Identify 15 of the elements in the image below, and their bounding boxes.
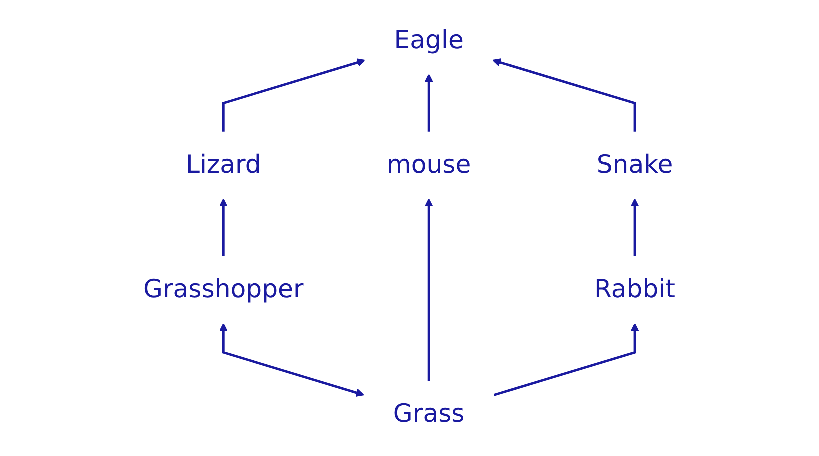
arrow bbox=[219, 323, 364, 398]
arrow bbox=[630, 198, 640, 257]
node-text: Grass bbox=[393, 400, 465, 429]
node-text: Rabbit bbox=[594, 275, 676, 304]
arrow bbox=[219, 198, 228, 257]
arrow bbox=[492, 58, 636, 132]
node-text: mouse bbox=[386, 150, 472, 180]
node-text: Snake bbox=[596, 150, 674, 180]
node-text: Grasshopper bbox=[143, 275, 304, 304]
node-text: Lizard bbox=[186, 150, 262, 180]
node-text: Eagle bbox=[394, 26, 464, 56]
arrow bbox=[424, 74, 434, 132]
arrow bbox=[222, 58, 366, 132]
arrow bbox=[424, 198, 434, 382]
arrow bbox=[493, 323, 640, 397]
